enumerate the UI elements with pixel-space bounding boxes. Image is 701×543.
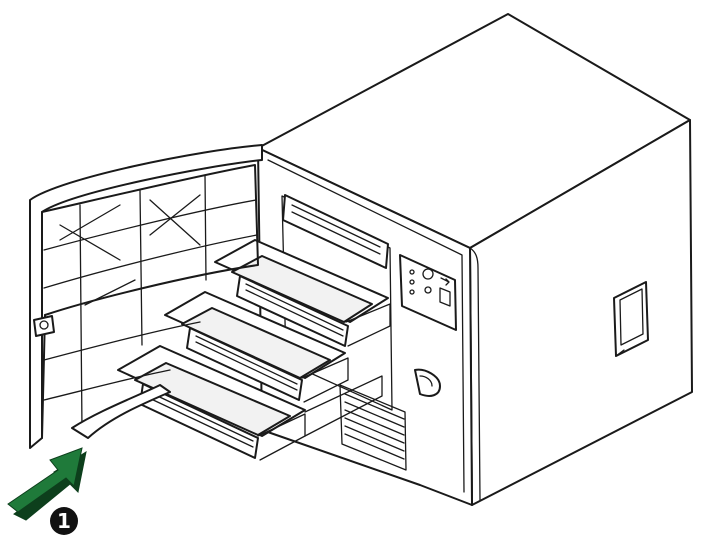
power-button-icon (422, 268, 434, 280)
side-handle-recess (613, 281, 649, 357)
led-indicator-icon (409, 269, 415, 275)
vent-grille (339, 384, 407, 471)
drive-tray-1 (282, 194, 389, 269)
reset-button-icon (424, 286, 432, 294)
push-arrow-body (7, 447, 83, 513)
server-chassis (257, 13, 693, 506)
drive-tray-2 (214, 239, 391, 347)
control-panel (399, 254, 457, 331)
push-arrow (7, 447, 87, 521)
front-door (29, 144, 263, 449)
step-marker-label: 1 (57, 509, 71, 533)
drive-tray-3 (164, 291, 349, 403)
step-marker-circle (50, 507, 78, 535)
usb-symbol-icon (440, 277, 450, 286)
door-frame (29, 144, 263, 449)
drive-tray-4 (117, 345, 383, 461)
door-hinge (33, 315, 55, 337)
led-indicator-icon (409, 279, 415, 285)
led-indicator-icon (409, 289, 415, 295)
step-marker: 1 (50, 507, 78, 535)
usb-port-icon (439, 287, 451, 307)
front-latch (414, 368, 441, 397)
